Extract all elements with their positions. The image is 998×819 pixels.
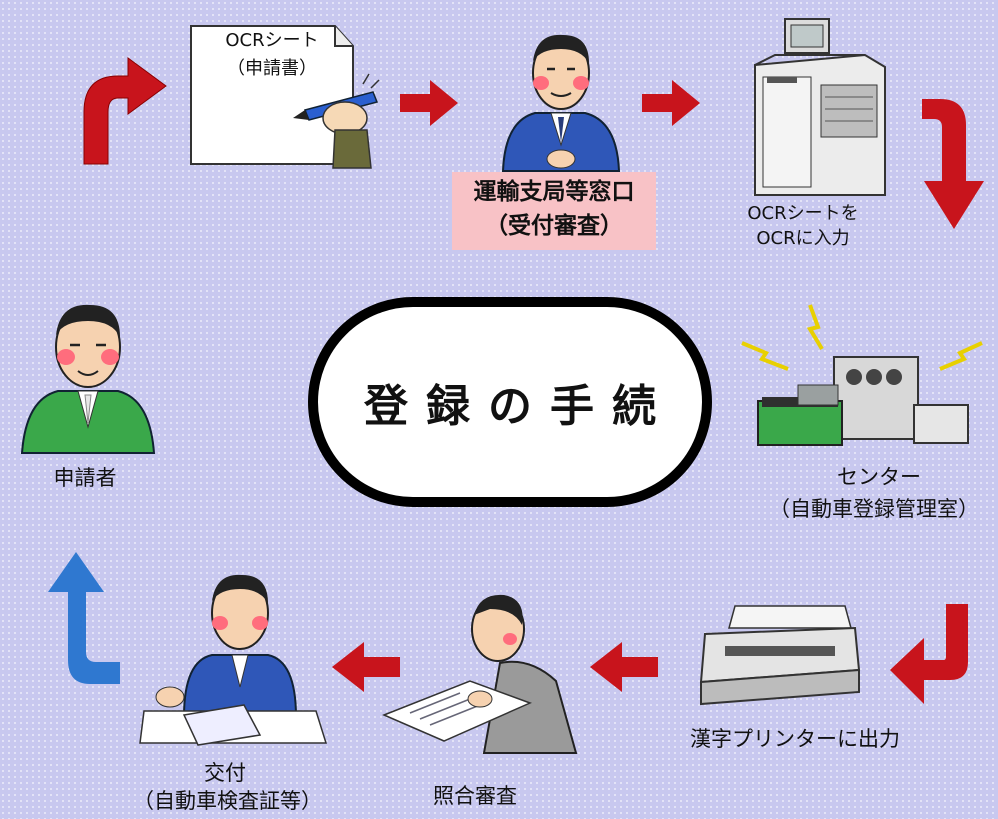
center-title: 登録の手続: [364, 381, 674, 432]
applicant-figure: [20, 304, 156, 454]
curved-arrow-up-icon: [83, 57, 167, 165]
center-title-box: 登録の手続: [308, 297, 712, 507]
computer-center-icon: [741, 304, 983, 446]
curved-arrow-down-icon: [922, 99, 984, 229]
checker-figure: [382, 594, 578, 754]
pen-hand-icon: [293, 73, 380, 169]
center-label-2: （自動車登録管理室）: [769, 497, 979, 521]
window-label-1: 運輸支局等窓口: [473, 179, 635, 205]
delivery-label-1: 交付: [204, 761, 246, 785]
window-label-2: （受付審査）: [485, 213, 623, 239]
delivery-label-2: （自動車検査証等）: [133, 789, 322, 813]
ocr-sheet-label-1: OCRシート: [225, 30, 319, 51]
arrow-left-icon: [332, 642, 400, 692]
delivery-clerk-figure: [139, 574, 328, 746]
document-icon: [190, 25, 380, 169]
ocr-machine-icon: [754, 18, 886, 196]
curved-arrow-up-blue-icon: [48, 552, 120, 684]
arrow-right-icon: [400, 80, 458, 126]
center-label-1: センター: [837, 465, 921, 489]
arrow-left-icon: [590, 642, 658, 692]
window-label-box: [452, 172, 656, 250]
applicant-label: 申請者: [53, 466, 117, 490]
printer-icon: [699, 605, 861, 706]
printer-label: 漢字プリンターに出力: [690, 727, 900, 751]
arrow-right-icon: [642, 80, 700, 126]
ocr-input-label-1: OCRシートを: [747, 203, 859, 224]
curved-arrow-down-left-icon: [890, 604, 968, 704]
ocr-sheet-label-2: （申請書）: [227, 58, 317, 79]
check-label: 照合審査: [433, 784, 517, 808]
ocr-input-label-2: OCRに入力: [756, 228, 850, 249]
clerk-figure: [501, 34, 621, 172]
